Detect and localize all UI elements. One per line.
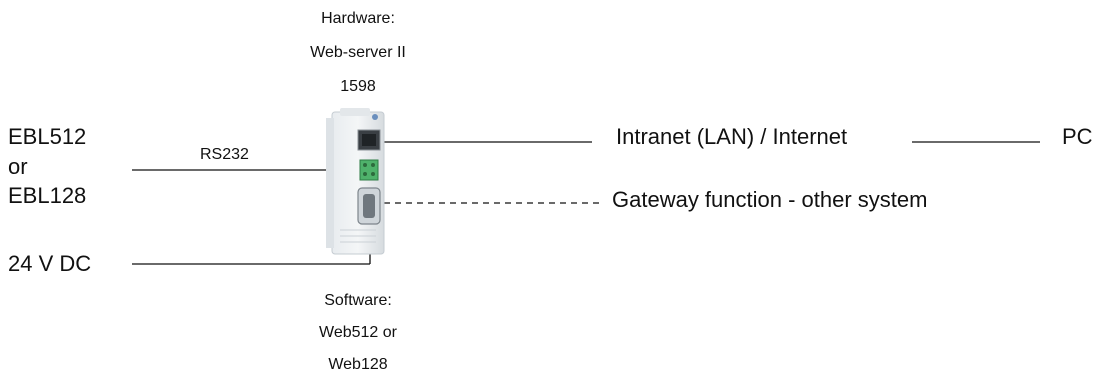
software-name-line2: Web128 — [328, 356, 388, 373]
web-server-device — [326, 108, 385, 255]
software-name-line1: Web512 or — [319, 324, 397, 341]
rs232-label: RS232 — [200, 146, 249, 163]
network-label: Intranet (LAN) / Internet — [616, 124, 848, 149]
panel-or-label: or — [8, 154, 28, 179]
pc-label: PC — [1062, 124, 1093, 149]
hardware-model: Web-server II — [310, 44, 406, 61]
gateway-label: Gateway function - other system — [612, 187, 928, 212]
panel-ebl512-label: EBL512 — [8, 124, 87, 149]
hardware-label: Hardware: — [321, 10, 395, 27]
hardware-number: 1598 — [340, 78, 376, 95]
power-label: 24 V DC — [8, 251, 92, 276]
panel-ebl128-label: EBL128 — [8, 183, 87, 208]
software-label: Software: — [324, 292, 392, 309]
